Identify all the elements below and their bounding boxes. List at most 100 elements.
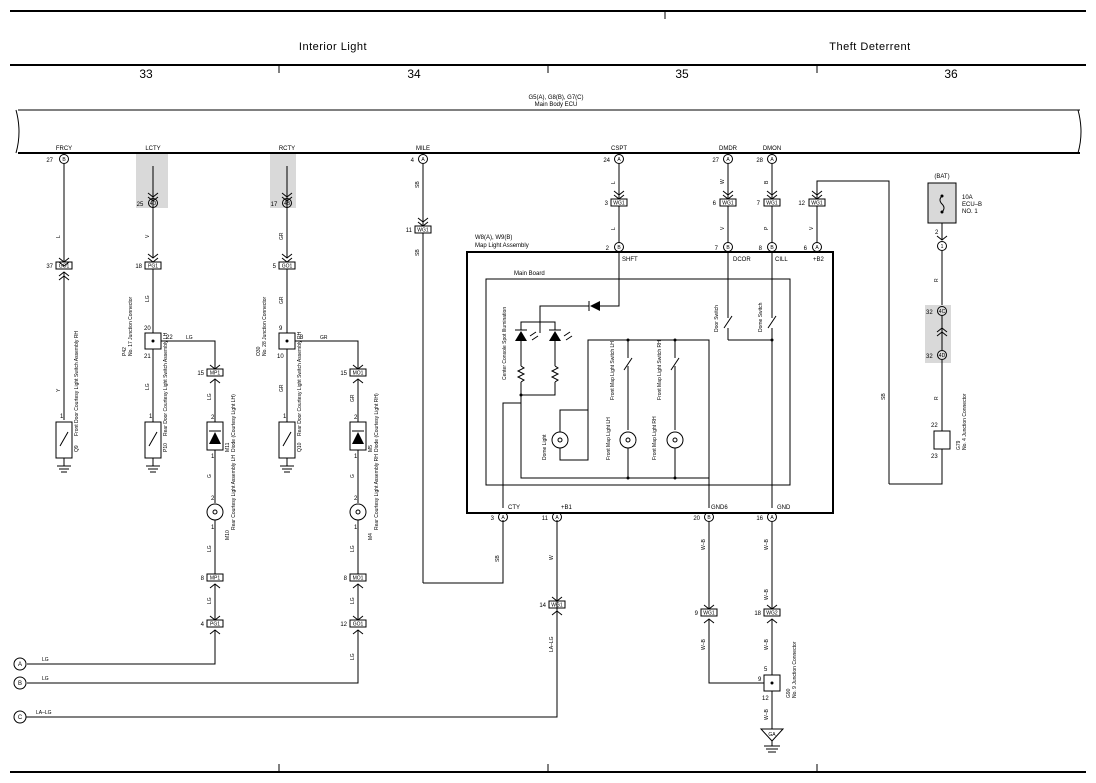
svg-text:DMON: DMON (763, 146, 781, 152)
svg-text:18: 18 (135, 264, 142, 270)
svg-text:4: 4 (201, 622, 205, 628)
svg-text:Door Switch: Door Switch (714, 305, 720, 332)
svg-text:A: A (18, 662, 22, 668)
svg-text:4B: 4B (284, 201, 291, 207)
svg-text:A: A (770, 157, 774, 163)
svg-text:32: 32 (926, 310, 933, 316)
svg-text:6: 6 (804, 246, 808, 252)
svg-text:2: 2 (935, 230, 939, 236)
svg-text:LG: LG (207, 597, 213, 604)
svg-text:4D: 4D (939, 353, 946, 359)
svg-text:M5: M5 (368, 445, 374, 452)
svg-text:17: 17 (271, 202, 278, 208)
svg-text:Dome Switch: Dome Switch (758, 302, 764, 332)
svg-text:5: 5 (764, 667, 768, 673)
svg-text:B: B (707, 515, 711, 521)
svg-text:LG: LG (186, 335, 193, 341)
svg-text:32: 32 (926, 354, 933, 360)
ecu-pin-dmon: DMON 28 A (756, 146, 781, 164)
circuit-ground: W–B WG1 9 W–B W–B W–B WG2 18 W–B 5 9 12 … (695, 522, 798, 753)
svg-text:RCTY: RCTY (279, 146, 295, 152)
svg-text:LCTY: LCTY (145, 146, 160, 152)
svg-text:9: 9 (279, 326, 283, 332)
ecu-pin-dmdr: DMDR 27 A (712, 146, 738, 164)
ecu-pin-frcy: FRCY 27 B (46, 146, 72, 164)
svg-text:G79: G79 (956, 440, 962, 450)
svg-text:11: 11 (542, 516, 549, 522)
svg-text:GR: GR (350, 394, 356, 402)
svg-text:WG2: WG2 (766, 611, 778, 617)
svg-text:R: R (934, 396, 940, 400)
svg-text:W–B: W–B (701, 539, 707, 551)
svg-text:7: 7 (757, 201, 761, 207)
svg-text:G90: G90 (786, 688, 792, 698)
svg-text:M10: M10 (225, 530, 231, 540)
svg-text:R: R (934, 278, 940, 282)
svg-text:A: A (726, 157, 730, 163)
column-number: 35 (675, 67, 689, 81)
svg-text:1: 1 (211, 525, 215, 531)
svg-text:12: 12 (798, 201, 805, 207)
svg-text:27: 27 (46, 158, 53, 164)
svg-text:C: C (18, 715, 23, 721)
svg-text:27: 27 (712, 158, 719, 164)
svg-text:25: 25 (137, 202, 144, 208)
svg-text:W–B: W–B (764, 539, 770, 551)
off-page-c: C LA–LG (13, 520, 558, 724)
svg-text:Rear Door Courtesy Light Switc: Rear Door Courtesy Light Switch Assembly… (163, 332, 169, 436)
svg-text:GO1: GO1 (282, 264, 293, 270)
ground-label: GA (768, 732, 776, 738)
svg-text:21: 21 (144, 354, 151, 360)
svg-text:MO1: MO1 (353, 371, 364, 377)
svg-text:ECU–B: ECU–B (962, 202, 982, 208)
svg-text:W–B: W–B (764, 639, 770, 651)
svg-text:WG1: WG1 (703, 611, 715, 617)
header-frame: Interior Light Theft Deterrent 33 34 35 … (10, 10, 1086, 81)
dome-light: Dome Light (520, 339, 710, 508)
svg-text:Main Board: Main Board (514, 271, 545, 277)
svg-text:B: B (770, 245, 774, 251)
svg-text:GO1: GO1 (353, 622, 364, 628)
svg-text:W–B: W–B (764, 709, 770, 721)
svg-text:V: V (809, 226, 815, 230)
main-board (485, 278, 791, 486)
svg-text:8: 8 (201, 576, 205, 582)
svg-text:15: 15 (340, 371, 347, 377)
svg-text:B: B (617, 245, 621, 251)
svg-text:1: 1 (283, 414, 287, 420)
svg-text:LG: LG (145, 295, 151, 302)
svg-text:M11: M11 (225, 442, 231, 452)
svg-text:GND6: GND6 (711, 505, 728, 511)
svg-text:Rear Courtesy Light Assembly R: Rear Courtesy Light Assembly RH (374, 454, 380, 530)
ecu-name: Main Body ECU (535, 102, 578, 108)
ecu-pin-cspt: CSPT 24 A (603, 146, 627, 164)
courtesy-light-m10 (206, 503, 224, 521)
svg-text:B: B (726, 245, 730, 251)
svg-text:7: 7 (715, 246, 719, 252)
svg-text:9: 9 (695, 611, 699, 617)
svg-text:2: 2 (211, 415, 215, 421)
svg-text:WG1: WG1 (722, 201, 734, 207)
courtesy-light-m4 (349, 503, 367, 521)
map-light-bottom-pins: 3 A 11 A 20 B 16 A (491, 512, 777, 522)
svg-text:4C: 4C (939, 309, 946, 315)
svg-text:WG1: WG1 (551, 603, 563, 609)
svg-text:A: A (555, 515, 559, 521)
ecu-connectors: G5(A), G8(B), G7(C) (528, 95, 583, 101)
svg-text:+B2: +B2 (813, 257, 825, 263)
svg-text:P: P (764, 226, 770, 230)
svg-text:16: 16 (756, 516, 763, 522)
svg-text:G: G (207, 474, 213, 478)
svg-text:MILE: MILE (416, 146, 430, 152)
svg-text:No. 4 Junction Connector: No. 4 Junction Connector (962, 393, 968, 450)
svg-text:1: 1 (60, 414, 64, 420)
svg-text:Dome Light: Dome Light (542, 434, 548, 460)
svg-text:3: 3 (491, 516, 495, 522)
svg-text:LG: LG (145, 383, 151, 390)
svg-text:MP1: MP1 (210, 576, 221, 582)
svg-text:No. 9 Junction Connector: No. 9 Junction Connector (792, 641, 798, 698)
front-map-lights: Front Map Light Switch LH Front Map Ligh… (606, 338, 684, 480)
svg-text:GR: GR (279, 296, 285, 304)
svg-text:28: 28 (756, 158, 763, 164)
